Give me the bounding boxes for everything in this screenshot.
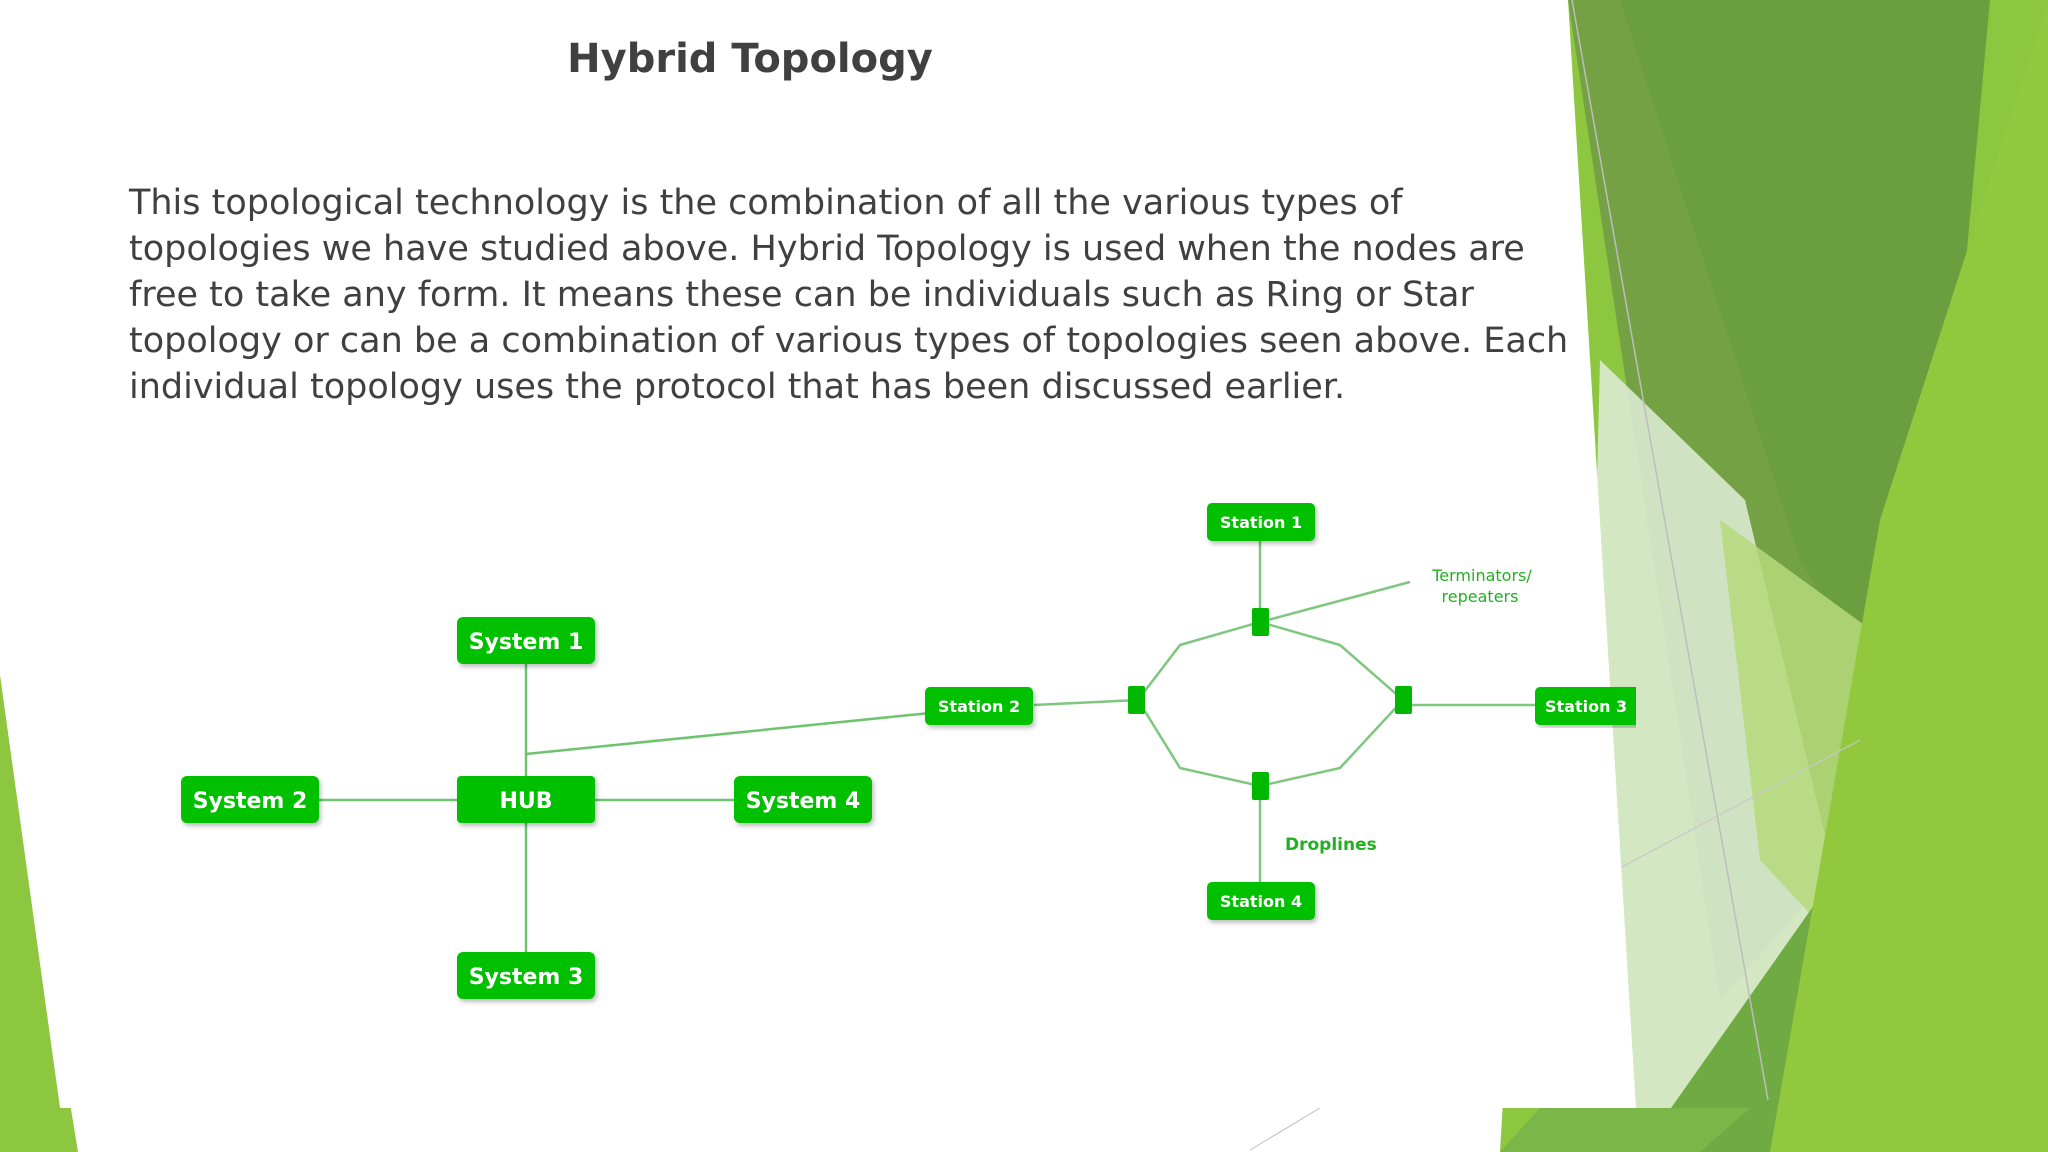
body-line: individual topology uses the protocol th… — [129, 367, 1346, 407]
slide-title: Hybrid Topology — [567, 36, 933, 82]
bottom-facet — [1500, 1108, 1750, 1152]
body-line: This topological technology is the combi… — [129, 183, 1403, 223]
terminator-right — [1395, 686, 1412, 714]
left-green-wedge-top — [0, 675, 60, 1108]
annotation-droplines: Droplines — [1285, 835, 1377, 855]
ring-loop — [1136, 620, 1405, 788]
annotation-terminators-line2: repeaters — [1442, 587, 1519, 606]
node-system4-label: System 4 — [746, 789, 861, 814]
connector-hub-station2 — [525, 711, 931, 756]
node-station2: Station 2 — [925, 687, 1033, 725]
node-station4-label: Station 4 — [1220, 892, 1302, 911]
thin-accent-line — [1571, 0, 1769, 1101]
node-station1: Station 1 — [1207, 503, 1315, 541]
terminator-bottom — [1252, 772, 1269, 800]
body-text: This topological technology is the combi… — [129, 180, 1569, 410]
node-system1: System 1 — [457, 617, 595, 664]
node-system3: System 3 — [457, 952, 595, 999]
right-facet-bright — [1770, 0, 2048, 1152]
node-station3-label: Station 3 — [1545, 697, 1627, 716]
annotation-terminators-line1: Terminators/ — [1431, 566, 1532, 585]
node-station3-clip: Station 3 — [1535, 687, 1636, 725]
node-system2: System 2 — [181, 776, 319, 823]
node-station4: Station 4 — [1207, 882, 1315, 920]
node-system2-label: System 2 — [193, 789, 308, 814]
node-system3-label: System 3 — [469, 965, 584, 990]
terminator-top — [1252, 608, 1269, 636]
node-hub: HUB — [457, 776, 595, 823]
body-line: free to take any form. It means these ca… — [129, 275, 1474, 315]
dropline-station2 — [1033, 698, 1139, 707]
node-station2-label: Station 2 — [938, 697, 1020, 716]
node-hub-label: HUB — [499, 789, 552, 814]
node-station1-label: Station 1 — [1220, 513, 1302, 532]
terminator-pointer — [1267, 580, 1411, 622]
node-station3: Station 3 — [1535, 687, 1636, 725]
node-system1-label: System 1 — [469, 630, 584, 655]
node-system4: System 4 — [734, 776, 872, 823]
body-line: topology or can be a combination of vari… — [129, 321, 1569, 361]
ring-terminators — [1128, 608, 1412, 800]
body-line: topologies we have studied above. Hybrid… — [129, 229, 1525, 269]
content-panel — [0, 0, 1636, 1108]
terminator-left — [1128, 686, 1145, 714]
thin-accent-line-3 — [1249, 1107, 1321, 1151]
